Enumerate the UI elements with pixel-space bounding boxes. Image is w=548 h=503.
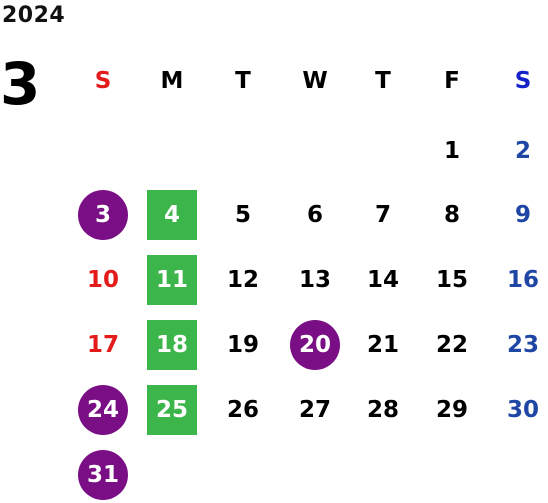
- day-number: 7: [374, 201, 391, 228]
- day-cell-19[interactable]: 19: [217, 320, 269, 370]
- day-cell-2[interactable]: 2: [497, 126, 548, 176]
- day-cell-30[interactable]: 30: [497, 385, 548, 435]
- day-cell-13[interactable]: 13: [289, 255, 341, 305]
- day-number: 2: [514, 137, 531, 164]
- weekday-header-fri: F: [444, 68, 460, 94]
- day-number: 25: [155, 396, 188, 423]
- day-number: 23: [506, 331, 539, 358]
- day-number: 10: [86, 266, 119, 293]
- day-number: 12: [226, 266, 259, 293]
- day-number: 20: [298, 331, 331, 358]
- day-number: 22: [435, 331, 468, 358]
- day-cell-3[interactable]: 3: [77, 190, 129, 240]
- day-number: 9: [514, 201, 531, 228]
- day-cell-12[interactable]: 12: [217, 255, 269, 305]
- day-number: 13: [298, 266, 331, 293]
- day-cell-27[interactable]: 27: [289, 385, 341, 435]
- day-number: 21: [366, 331, 399, 358]
- day-cell-20[interactable]: 20: [289, 320, 341, 370]
- day-number: 11: [155, 266, 188, 293]
- day-number: 5: [234, 201, 251, 228]
- day-cell-6[interactable]: 6: [289, 190, 341, 240]
- day-cell-22[interactable]: 22: [426, 320, 478, 370]
- day-cell-28[interactable]: 28: [357, 385, 409, 435]
- day-cell-9[interactable]: 9: [497, 190, 548, 240]
- month-number: 3: [0, 50, 41, 118]
- day-cell-17[interactable]: 17: [77, 320, 129, 370]
- day-number: 3: [94, 201, 111, 228]
- day-number: 31: [86, 461, 119, 488]
- day-cell-15[interactable]: 15: [426, 255, 478, 305]
- day-number: 17: [86, 331, 119, 358]
- day-number: 6: [306, 201, 323, 228]
- day-cell-24[interactable]: 24: [77, 385, 129, 435]
- weekday-header-tue: T: [235, 68, 251, 94]
- weekday-header-sun: S: [94, 68, 112, 94]
- day-cell-29[interactable]: 29: [426, 385, 478, 435]
- day-number: 4: [163, 201, 180, 228]
- day-number: 27: [298, 396, 331, 423]
- day-cell-31[interactable]: 31: [77, 450, 129, 500]
- day-cell-25[interactable]: 25: [146, 385, 198, 435]
- day-cell-1[interactable]: 1: [426, 126, 478, 176]
- day-number: 14: [366, 266, 399, 293]
- day-cell-7[interactable]: 7: [357, 190, 409, 240]
- weekday-header-mon: M: [160, 68, 184, 94]
- year-label: 2024: [2, 3, 66, 28]
- day-cell-4[interactable]: 4: [146, 190, 198, 240]
- day-number: 16: [506, 266, 539, 293]
- day-cell-14[interactable]: 14: [357, 255, 409, 305]
- day-cell-23[interactable]: 23: [497, 320, 548, 370]
- day-number: 15: [435, 266, 468, 293]
- day-cell-18[interactable]: 18: [146, 320, 198, 370]
- day-number: 19: [226, 331, 259, 358]
- day-number: 28: [366, 396, 399, 423]
- day-number: 29: [435, 396, 468, 423]
- day-cell-11[interactable]: 11: [146, 255, 198, 305]
- weekday-header-wed: W: [302, 68, 328, 94]
- day-number: 30: [506, 396, 539, 423]
- day-cell-5[interactable]: 5: [217, 190, 269, 240]
- day-number: 8: [443, 201, 460, 228]
- weekday-header-sat: S: [514, 68, 532, 94]
- day-cell-10[interactable]: 10: [77, 255, 129, 305]
- day-cell-26[interactable]: 26: [217, 385, 269, 435]
- day-number: 24: [86, 396, 119, 423]
- day-number: 1: [443, 137, 460, 164]
- day-cell-21[interactable]: 21: [357, 320, 409, 370]
- day-cell-16[interactable]: 16: [497, 255, 548, 305]
- weekday-header-thu: T: [375, 68, 391, 94]
- day-cell-8[interactable]: 8: [426, 190, 478, 240]
- day-number: 26: [226, 396, 259, 423]
- day-number: 18: [155, 331, 188, 358]
